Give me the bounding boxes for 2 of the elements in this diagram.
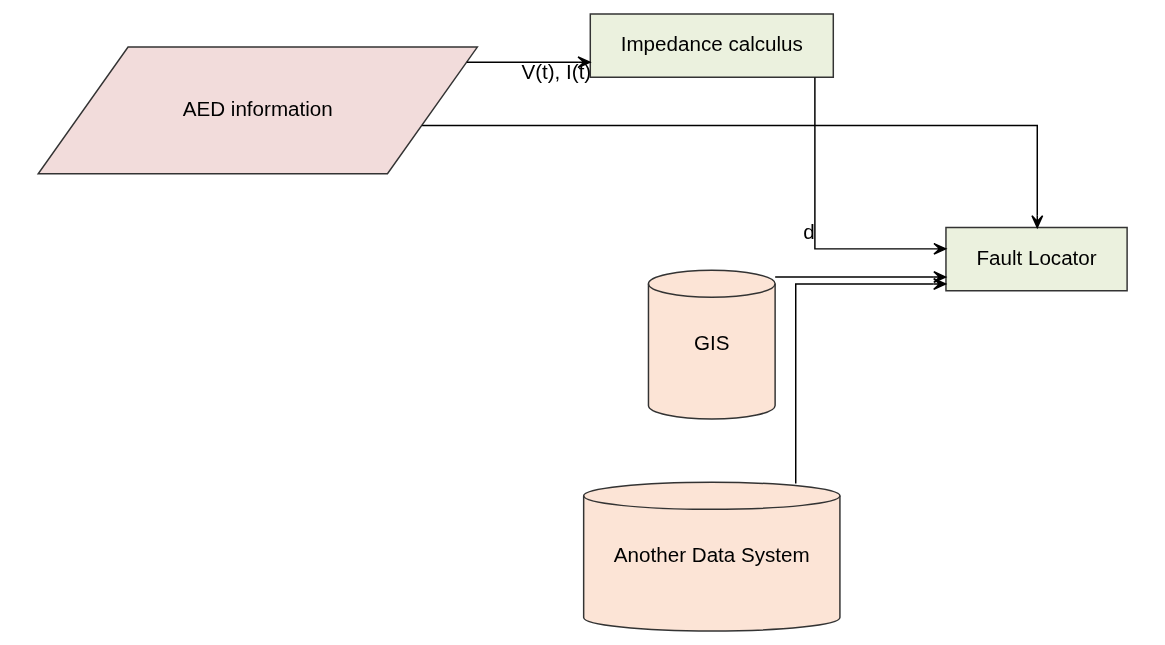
edge-label: d [803,220,815,244]
edge-label: V(t), I(t) [521,59,592,83]
